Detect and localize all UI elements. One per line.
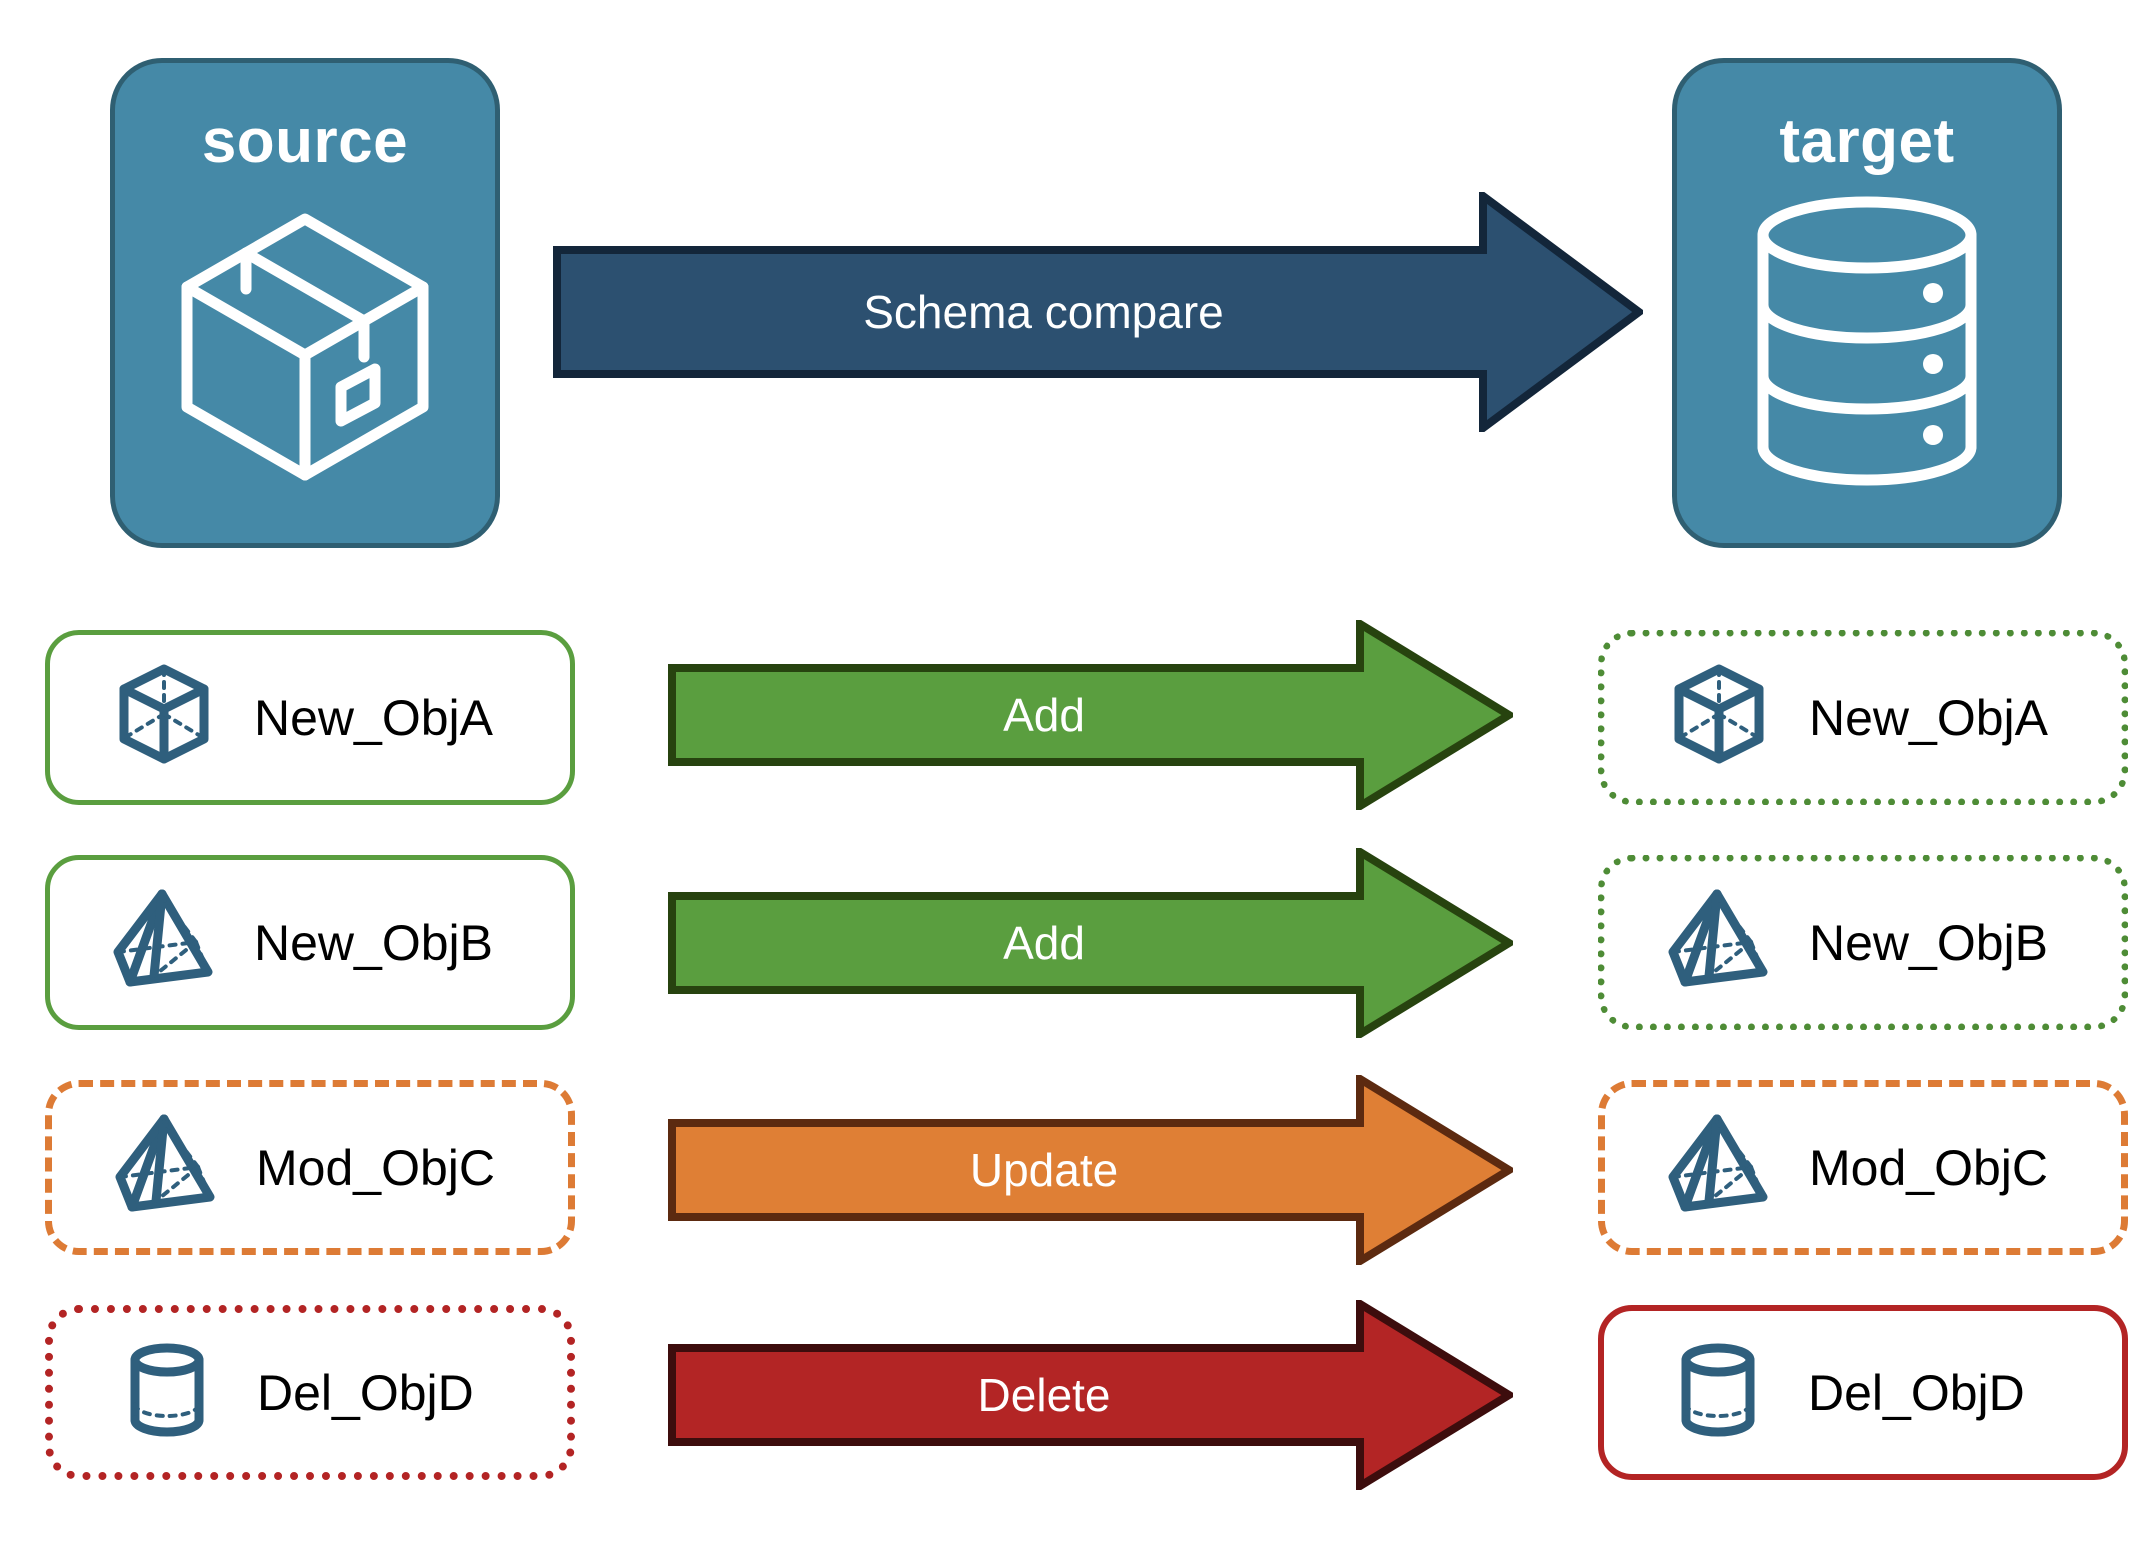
action-arrow-add-1[interactable]: Add — [668, 616, 1517, 814]
source-object-label-1: New_ObjA — [254, 689, 493, 746]
wireframe-pyramid-icon — [110, 1109, 222, 1226]
schema-compare-arrow[interactable]: Schema compare — [553, 188, 1646, 436]
package-box-icon — [165, 191, 445, 496]
target-object-row-4[interactable]: Del_ObjD — [1598, 1305, 2128, 1480]
target-object-label-3: Mod_ObjC — [1809, 1139, 2048, 1196]
endpoint-card-target[interactable]: target — [1672, 58, 2062, 548]
wireframe-pyramid-icon — [1663, 884, 1775, 1001]
wireframe-cube-icon — [1663, 659, 1775, 776]
target-object-label-2: New_ObjB — [1809, 914, 2048, 971]
target-object-label-4: Del_ObjD — [1808, 1364, 2025, 1421]
action-arrow-delete[interactable]: Delete — [668, 1296, 1517, 1494]
source-object-label-2: New_ObjB — [254, 914, 493, 971]
action-arrow-label-1: Add — [1003, 689, 1085, 741]
action-arrow-label-4: Delete — [977, 1369, 1111, 1421]
source-object-label-3: Mod_ObjC — [256, 1139, 495, 1196]
source-object-row-2[interactable]: New_ObjB — [45, 855, 575, 1030]
endpoint-title-source: source — [201, 107, 409, 176]
action-arrow-update[interactable]: Update — [668, 1071, 1517, 1269]
source-object-row-4[interactable]: Del_ObjD — [45, 1305, 575, 1480]
action-arrow-label-2: Add — [1003, 917, 1085, 969]
wireframe-pyramid-icon — [108, 884, 220, 1001]
wireframe-pyramid-icon — [1663, 1109, 1775, 1226]
wireframe-cube-icon — [108, 659, 220, 776]
endpoint-title-target: target — [1779, 107, 1955, 176]
database-cylinder-icon — [1737, 191, 1997, 496]
target-object-label-1: New_ObjA — [1809, 689, 2048, 746]
target-object-row-3[interactable]: Mod_ObjC — [1598, 1080, 2128, 1255]
source-object-row-3[interactable]: Mod_ObjC — [45, 1080, 575, 1255]
target-object-row-2[interactable]: New_ObjB — [1598, 855, 2128, 1030]
wireframe-cylinder-icon — [111, 1334, 223, 1451]
endpoint-card-source[interactable]: source — [110, 58, 500, 548]
source-object-row-1[interactable]: New_ObjA — [45, 630, 575, 805]
action-arrow-add-2[interactable]: Add — [668, 844, 1517, 1042]
wireframe-cylinder-icon — [1662, 1334, 1774, 1451]
schema-compare-label: Schema compare — [863, 286, 1224, 338]
target-object-row-1[interactable]: New_ObjA — [1598, 630, 2128, 805]
source-object-label-4: Del_ObjD — [257, 1364, 474, 1421]
action-arrow-label-3: Update — [969, 1144, 1119, 1196]
